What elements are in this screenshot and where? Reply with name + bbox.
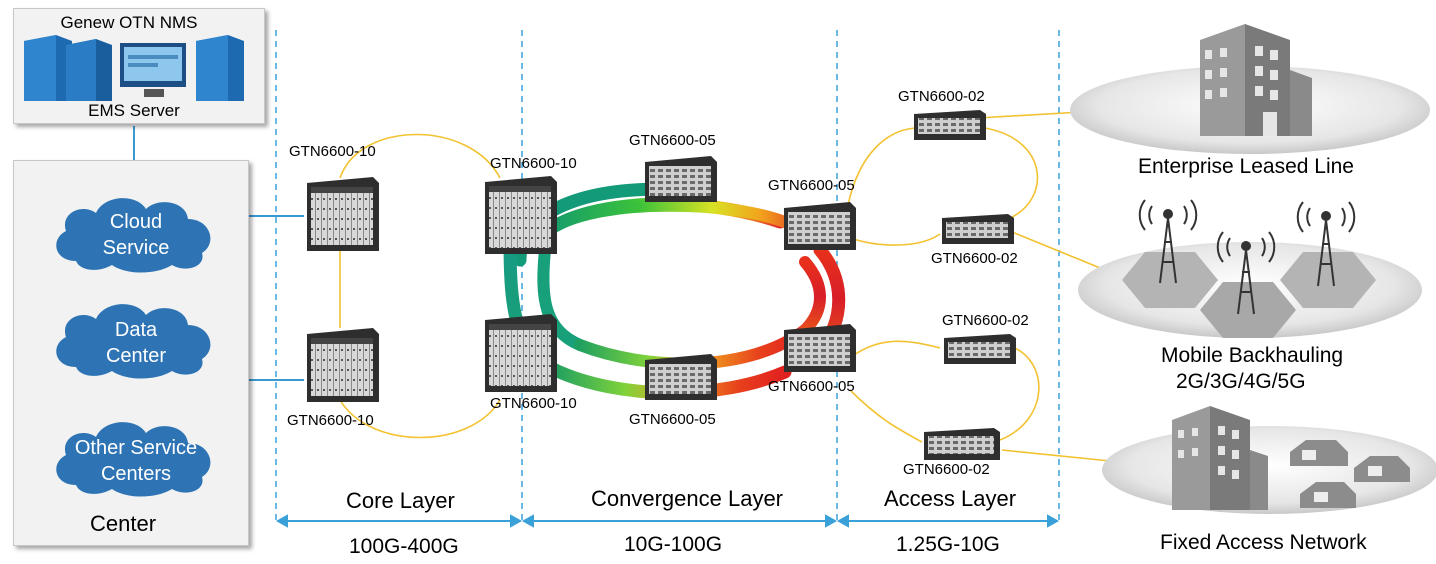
fixed-access-label: Fixed Access Network: [1160, 531, 1367, 554]
conv-device-right-bottom: [784, 324, 856, 372]
core-device-bottom-right: [485, 314, 557, 392]
nms-panel: Genew OTN NMS EMS Server: [13, 8, 265, 124]
conv-device-top: [645, 156, 717, 202]
cloud-icon: [56, 304, 211, 379]
building-icon: [1200, 24, 1312, 136]
label-access-4: GTN6600-02: [903, 461, 990, 478]
label-core-top-right: GTN6600-10: [490, 155, 577, 172]
convergence-layer-label: Convergence Layer: [591, 486, 784, 511]
label-access-3: GTN6600-02: [942, 312, 1029, 329]
access-device-2: [942, 214, 1014, 244]
other-service-label: Other Service Centers: [46, 435, 226, 487]
data-center-label: Data Center: [46, 317, 226, 369]
house-icons: [1290, 440, 1410, 508]
core-device-top-right: [485, 176, 557, 254]
core-layer-rate: 100G-400G: [349, 535, 459, 558]
nms-subtitle: EMS Server: [88, 101, 180, 120]
layer-span-arrows: [275, 514, 1060, 528]
access-device-1: [914, 110, 986, 140]
conv-device-right-top: [784, 202, 856, 250]
mobile-cells-icon: [1122, 252, 1376, 338]
label-core-top-left: GTN6600-10: [289, 143, 376, 160]
other-service-line2: Centers: [100, 463, 172, 485]
core-device-top-left: [307, 177, 379, 251]
center-label: Center: [90, 511, 157, 536]
cell-tower-icon: [1138, 199, 1356, 315]
enterprise-label: Enterprise Leased Line: [1138, 155, 1354, 178]
label-conv-right-bottom: GTN6600-05: [768, 378, 855, 395]
cloud-icon: [56, 198, 211, 273]
access-device-4: [924, 428, 1000, 460]
mobile-label-line2: 2G/3G/4G/5G: [1176, 370, 1306, 393]
label-core-bottom-right: GTN6600-10: [490, 395, 577, 412]
center-links: [133, 126, 304, 381]
label-core-bottom-left: GTN6600-10: [287, 412, 374, 429]
conv-device-bottom: [645, 354, 717, 400]
nms-title: Genew OTN NMS: [60, 13, 198, 32]
data-center-line2: Center: [105, 345, 167, 367]
access-layer-rate: 1.25G-10G: [896, 533, 1000, 556]
core-layer-label: Core Layer: [346, 488, 455, 513]
label-conv-top: GTN6600-05: [629, 132, 716, 149]
label-access-1: GTN6600-02: [898, 88, 985, 105]
core-device-bottom-left: [307, 328, 379, 402]
other-service-line1: Other Service: [74, 437, 198, 459]
server-icon: [24, 35, 244, 101]
fixed-building-icon: [1172, 406, 1268, 510]
cloud-icon: [56, 422, 211, 497]
cloud-service-line2: Service: [102, 237, 170, 259]
convergence-layer-rate: 10G-100G: [624, 533, 723, 556]
access-layer-label: Access Layer: [884, 486, 1017, 511]
label-conv-bottom: GTN6600-05: [629, 411, 716, 428]
cloud-service-label: Cloud Service: [46, 209, 226, 261]
label-access-2: GTN6600-02: [931, 250, 1018, 267]
access-device-3: [944, 334, 1016, 364]
label-conv-right-top: GTN6600-05: [768, 177, 855, 194]
center-panel: Cloud Service Data Center Other Service …: [13, 160, 249, 546]
data-center-line1: Data: [114, 319, 158, 341]
fiber-links: [339, 109, 1121, 463]
cloud-service-line1: Cloud: [109, 211, 163, 233]
mobile-label-line1: Mobile Backhauling: [1161, 344, 1344, 367]
